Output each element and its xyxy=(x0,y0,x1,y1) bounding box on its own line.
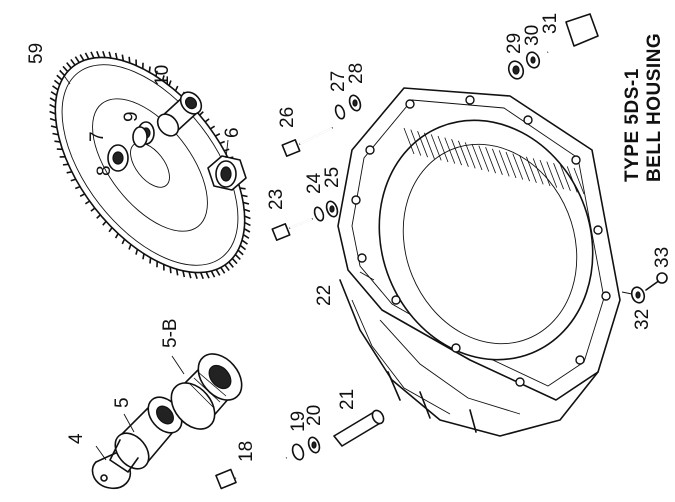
part-label-9: 9 xyxy=(121,111,142,122)
part-label-5: 5 xyxy=(112,397,133,408)
part-label-4: 4 xyxy=(66,433,87,444)
part-label-32: 32 xyxy=(632,309,653,330)
part-label-26: 26 xyxy=(277,107,298,128)
washer-28-part xyxy=(348,94,362,112)
part-label-28: 28 xyxy=(346,63,367,84)
part-label-18: 18 xyxy=(236,441,257,462)
washer-20-part xyxy=(307,436,321,454)
diagram-title-line2: BELL HOUSING xyxy=(644,33,665,182)
diagram-title-line1: TYPE 5DS-1 xyxy=(622,68,643,182)
throwout-bearing-part xyxy=(170,353,243,430)
part-label-31: 31 xyxy=(540,13,561,34)
part-label-24: 24 xyxy=(304,172,325,194)
part-label-21: 21 xyxy=(337,389,358,410)
part-label-20: 20 xyxy=(304,405,325,426)
part-label-27: 27 xyxy=(328,71,349,92)
part-label-8: 8 xyxy=(94,165,115,176)
bolt-23-part xyxy=(271,218,313,241)
washer-25-part xyxy=(325,200,339,218)
part-label-30: 30 xyxy=(522,25,543,46)
retaining-clip-part xyxy=(91,451,132,490)
part-label-29: 29 xyxy=(504,33,525,54)
nut-part xyxy=(207,155,247,191)
nut-29-part xyxy=(507,60,525,80)
part-label-25: 25 xyxy=(322,167,343,188)
part-label-10: 10 xyxy=(152,65,173,86)
washer-32-part xyxy=(630,286,646,304)
washer-24-part xyxy=(313,206,325,222)
dowel-21-part xyxy=(333,409,385,447)
bolt-18-part xyxy=(215,456,287,490)
flywheel-part xyxy=(49,50,251,280)
t-bolt-31-part xyxy=(547,13,599,54)
part-label-59: 59 xyxy=(26,43,47,64)
part-labels: 59 10 9 7 8 6 5-B 5 4 18 19 20 21 22 23 … xyxy=(26,13,673,462)
screw-33-part xyxy=(645,272,668,291)
part-label-7: 7 xyxy=(87,131,108,142)
bell-housing-part xyxy=(337,87,621,437)
washer-30-part xyxy=(525,51,541,69)
part-label-22: 22 xyxy=(314,285,335,306)
bearing-part xyxy=(132,121,155,148)
pilot-bushing-part xyxy=(156,91,203,137)
part-label-5-b: 5-B xyxy=(160,318,181,348)
bolt-26-part xyxy=(281,127,333,157)
part-label-33: 33 xyxy=(652,247,673,268)
washer-27-part xyxy=(334,104,346,120)
washer-19-part xyxy=(291,443,305,461)
leader-lines xyxy=(59,69,633,461)
part-label-6: 6 xyxy=(222,127,243,138)
part-label-23: 23 xyxy=(266,189,287,210)
part-label-19: 19 xyxy=(288,411,309,432)
